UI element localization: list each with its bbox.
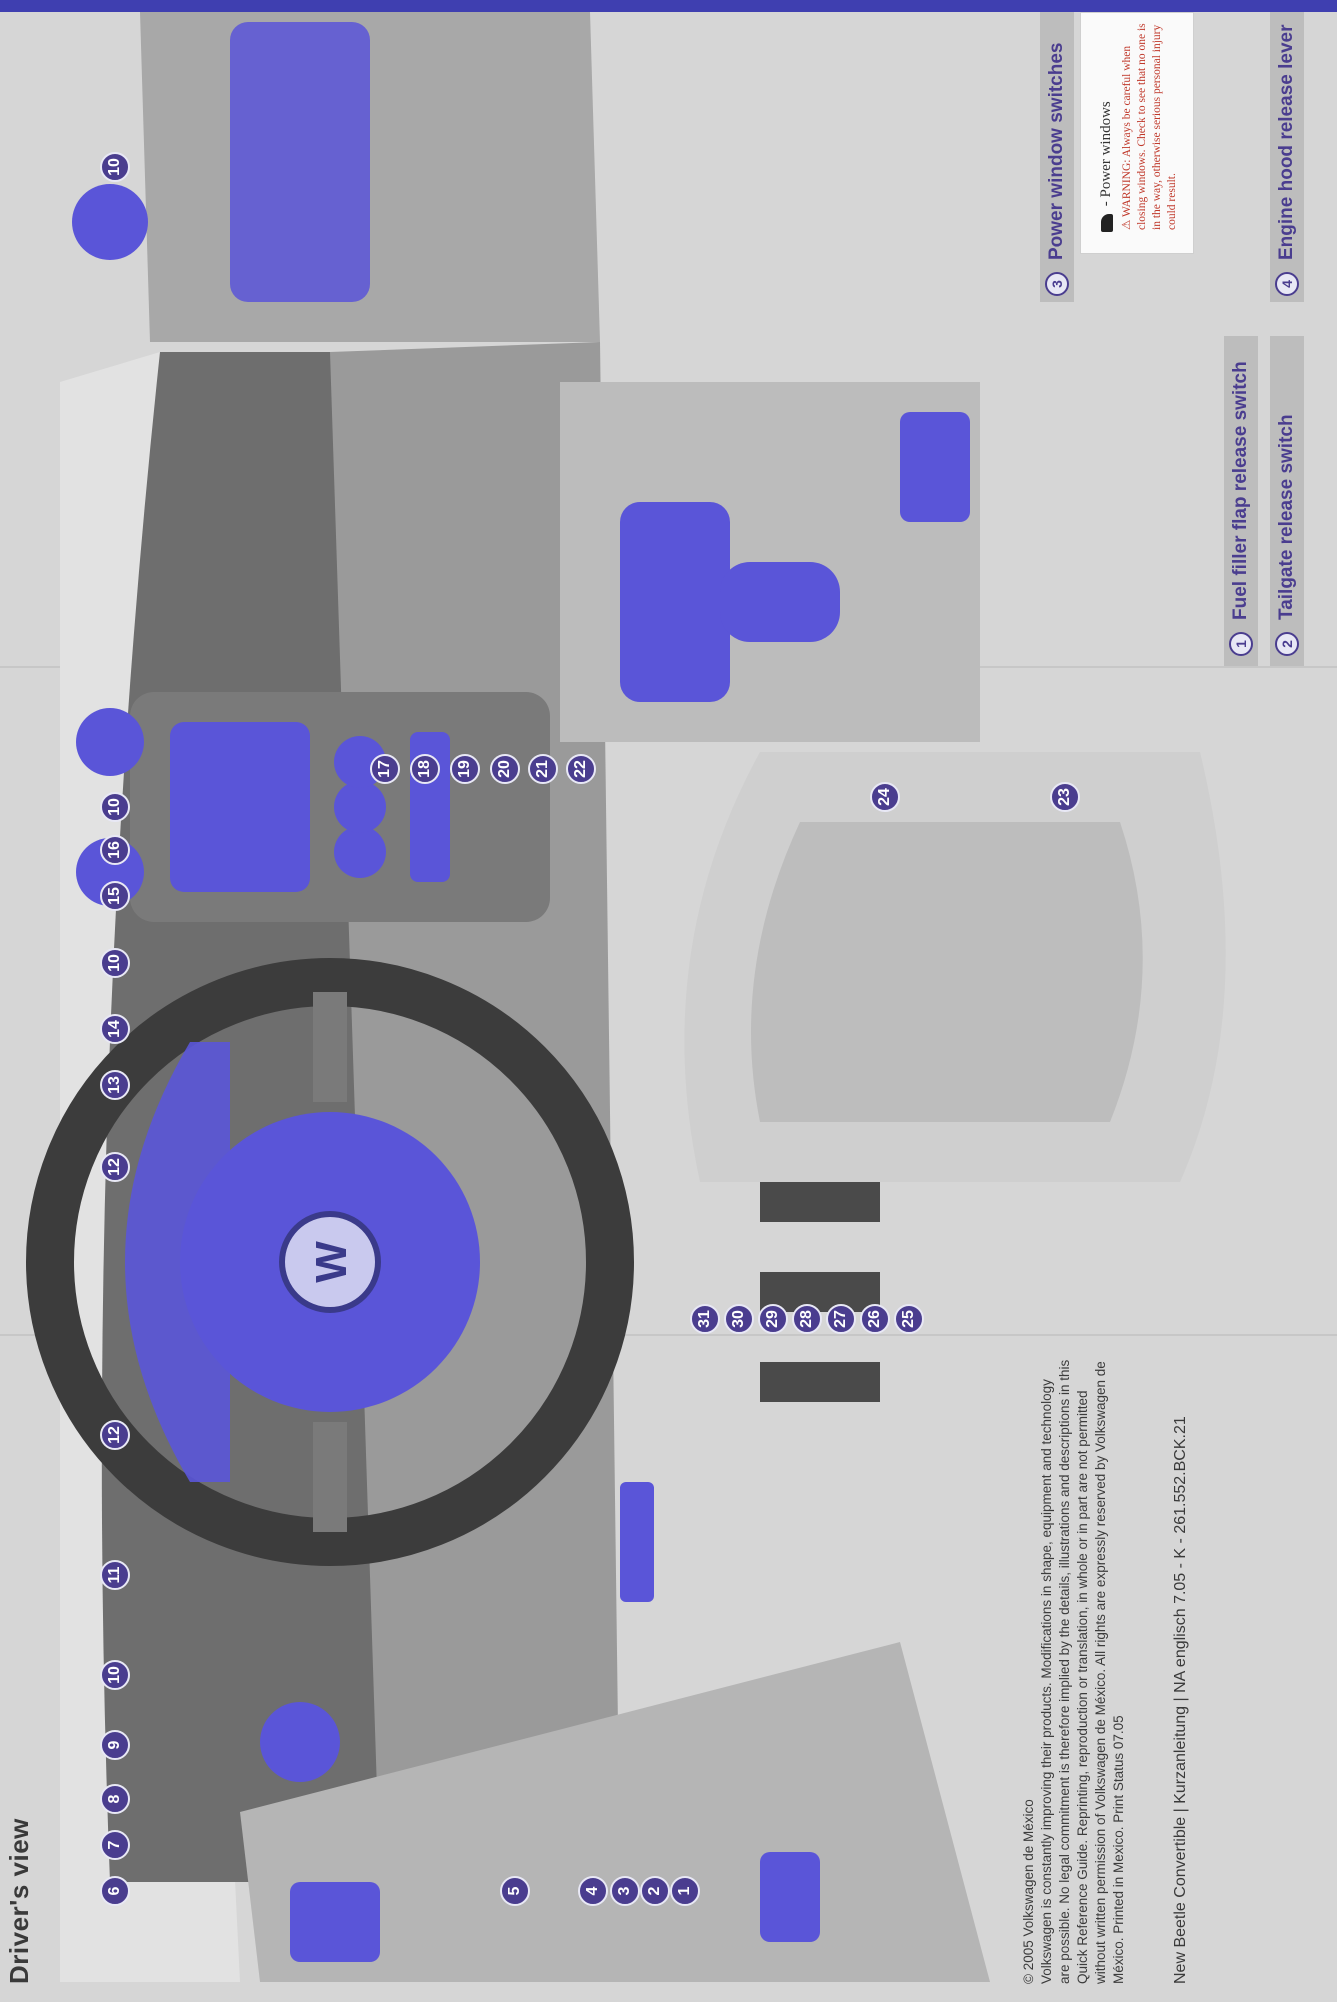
callout-5: 5 <box>500 1876 530 1906</box>
power-window-warning: ⚠ WARNING: Always be careful when closin… <box>1121 23 1178 230</box>
callout-28: 28 <box>792 1304 822 1334</box>
legend-item-1: 1 Fuel filler flap release switch <box>1229 361 1253 656</box>
copyright-line: Volkswagen is constantly improving their… <box>1039 1379 1054 1984</box>
callout-13: 13 <box>100 1070 130 1100</box>
handbrake <box>900 412 970 522</box>
callout-12: 12 <box>100 1152 130 1182</box>
legend-number: 2 <box>1275 632 1299 656</box>
legend-number: 4 <box>1275 272 1299 296</box>
window-switch-panel <box>760 1852 820 1942</box>
document-footer: New Beetle Convertible | Kurzanleitung |… <box>1172 1416 1189 1984</box>
callout-30: 30 <box>724 1304 754 1334</box>
hvac-knob-left <box>334 826 386 878</box>
pedal-right <box>760 1182 880 1222</box>
mirror-control <box>290 1882 380 1962</box>
callout-10: 10 <box>100 1660 130 1690</box>
gear-lever <box>720 562 840 642</box>
legend-label: Fuel filler flap release switch <box>1230 361 1251 620</box>
air-vent-center-right <box>76 708 144 776</box>
copyright-line: are possible. No legal commitment is the… <box>1057 1359 1072 1984</box>
callout-21: 21 <box>528 754 558 784</box>
callout-31: 31 <box>690 1304 720 1334</box>
steering-wheel <box>26 958 634 1566</box>
callout-18: 18 <box>410 754 440 784</box>
air-vent-left <box>260 1702 340 1782</box>
power-window-label: - Power windows <box>1098 101 1114 207</box>
vw-logo <box>279 1211 381 1313</box>
legend-label: Power window switches <box>1046 42 1067 261</box>
callout-16: 16 <box>100 835 130 865</box>
callout-19: 19 <box>450 754 480 784</box>
callout-15: 15 <box>100 881 130 911</box>
copyright-notice: © 2005 Volkswagen de México Volkswagen i… <box>1020 1124 1128 1984</box>
legend-item-4: 4 Engine hood release lever <box>1275 25 1299 296</box>
callout-8: 8 <box>100 1784 130 1814</box>
callout-2: 2 <box>640 1876 670 1906</box>
hood-release-lever <box>620 1482 654 1602</box>
callout-1: 1 <box>670 1876 700 1906</box>
vw-logo-mark: W <box>307 1241 356 1283</box>
radio-unit <box>170 722 310 892</box>
seat-cushion <box>751 822 1143 1122</box>
callout-12: 12 <box>100 1420 130 1450</box>
callout-14: 14 <box>100 1014 130 1044</box>
power-window-line: - Power windows <box>1098 101 1115 232</box>
callout-9: 9 <box>100 1730 130 1760</box>
hvac-knob-center <box>334 781 386 833</box>
copyright-line: without written permission of Volkswagen… <box>1093 1361 1108 1984</box>
callout-6: 6 <box>100 1876 130 1906</box>
page-edge-strip <box>0 0 1337 12</box>
legend-label: Engine hood release lever <box>1276 24 1297 260</box>
callout-29: 29 <box>758 1304 788 1334</box>
legend-item-2: 2 Tailgate release switch <box>1275 414 1299 656</box>
legend-number: 1 <box>1229 632 1253 656</box>
callout-7: 7 <box>100 1830 130 1860</box>
pedal-left <box>760 1362 880 1402</box>
window-switch-icon <box>1100 214 1113 232</box>
callout-10: 10 <box>100 792 130 822</box>
airbag-panel <box>230 22 370 302</box>
callout-10: 10 <box>100 948 130 978</box>
legend-label: Tailgate release switch <box>1276 414 1297 620</box>
copyright-line: Quick Reference Guide. Reprinting, repro… <box>1075 1390 1090 1984</box>
callout-3: 3 <box>610 1876 640 1906</box>
callout-10: 10 <box>100 152 130 182</box>
legend-item-3: 3 Power window switches <box>1045 42 1069 296</box>
copyright-line: México. Printed in Mexico. Print Status … <box>1111 1715 1126 1984</box>
copyright-line: © 2005 Volkswagen de México <box>1021 1799 1036 1984</box>
pedal-center <box>760 1272 880 1312</box>
legend-number: 3 <box>1045 272 1069 296</box>
callout-26: 26 <box>860 1304 890 1334</box>
air-vent-right <box>72 184 148 260</box>
callout-27: 27 <box>826 1304 856 1334</box>
callout-20: 20 <box>490 754 520 784</box>
callout-22: 22 <box>566 754 596 784</box>
callout-17: 17 <box>370 754 400 784</box>
callout-4: 4 <box>578 1876 608 1906</box>
instrument-cluster <box>125 1042 230 1482</box>
callout-24: 24 <box>870 782 900 812</box>
gear-shift-base <box>620 502 730 702</box>
callout-11: 11 <box>100 1560 130 1590</box>
callout-23: 23 <box>1050 782 1080 812</box>
callout-25: 25 <box>894 1304 924 1334</box>
